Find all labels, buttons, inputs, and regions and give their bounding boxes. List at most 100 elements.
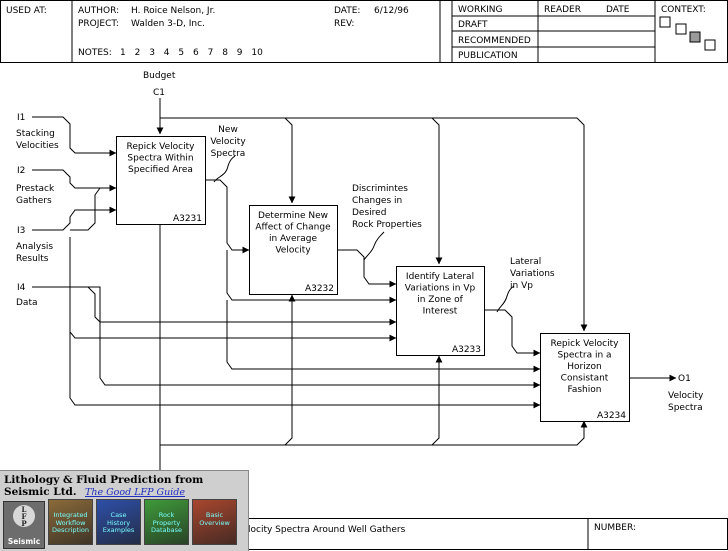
activity-box-text: Velocity [275,246,311,256]
note-number[interactable]: 9 [237,48,243,58]
note-number[interactable]: 2 [135,48,141,58]
input-label-line: Velocities [16,141,59,151]
arrow-label-line: Desired [352,208,386,218]
banner-tile-label: Description [51,526,90,534]
status-draft[interactable]: DRAFT [458,20,488,30]
output-label-line-1: Velocity [668,391,704,401]
activity-box-text: Spectra Within [127,154,193,164]
note-number[interactable]: 10 [251,48,263,58]
banner-tile-label: Database [150,526,182,534]
activity-box-text: in Zone of [417,295,463,305]
banner-tile-label: Case [110,511,127,519]
banner-title: Lithology & Fluid Prediction from Seismi… [4,474,204,498]
note-number[interactable]: 5 [178,48,184,58]
activity-box-id: A3233 [452,345,481,355]
input-label-line: Gathers [16,196,52,206]
activity-box-id: A3234 [597,411,626,421]
activity-box-frame [249,205,338,295]
activity-box-text: Horizon [567,362,601,372]
note-number[interactable]: 1 [120,48,126,58]
banner-subtitle-link[interactable]: The Good LFP Guide [85,487,185,498]
activity-box-text: Fashion [568,385,602,395]
banner-tile-label: Workflow [55,518,86,527]
input-code: I1 [17,113,25,123]
activity-box-id: A3232 [305,284,334,294]
input-labels: I1StackingVelocitiesI2PrestackGathersI3A… [16,113,59,308]
activity-box-frame [116,136,206,225]
lfp-logo: L F P Seismic [3,501,45,549]
note-number[interactable]: 6 [193,48,199,58]
arrow-label-line: Changes in [352,196,402,206]
status-publication[interactable]: PUBLICATION [458,51,518,61]
used-at-label: USED AT: [6,6,47,16]
control-code: C1 [153,88,165,98]
note-number[interactable]: 8 [222,48,228,58]
activity-box-text: Specified Area [128,165,193,175]
arrow-label-line: Rock Properties [352,220,422,230]
note-number[interactable]: 7 [208,48,214,58]
activity-box-text: Affect of Change [255,223,331,233]
arrow-label-line: Lateral [510,257,541,267]
arrow-label-line: Discrimintes [352,184,408,194]
reader-label: READER [544,5,581,15]
banner-tile-label: Integrated [53,511,88,519]
activity-box-frame [396,266,485,356]
banner-tile-label: Examples [102,526,135,534]
context-boxes [659,16,716,51]
banner-tile-label: History [106,518,131,527]
arrow-network [32,98,677,475]
reader-date-label: DATE [606,5,630,15]
activity-box-text: Identify Lateral [406,272,474,282]
lfp-banner[interactable]: Lithology & Fluid Prediction from Seismi… [0,470,249,551]
date-label: DATE: [334,6,360,16]
arrow-label-line: Spectra [211,149,246,159]
output-code: O1 [678,374,691,384]
input-label-line: Analysis [16,242,53,252]
logo-word: Seismic [7,537,41,546]
output-label-line-2: Spectra [668,403,703,413]
input-label-line: Results [16,254,49,264]
project-label: PROJECT: [78,19,119,29]
input-code: I4 [17,283,26,293]
status-working[interactable]: WORKING [458,5,503,15]
diagram-title: locity Spectra Around Well Gathers [248,525,406,535]
logo-circle-icon [13,505,35,527]
output-o1-label: O1 Velocity Spectra [668,374,704,413]
activity-box-text: Interest [423,307,458,317]
activity-box-text: Determine New [258,211,328,221]
number-label: NUMBER: [594,523,636,533]
input-code: I3 [17,226,25,236]
input-code: I2 [17,166,25,176]
note-number[interactable]: 4 [164,48,170,58]
note-number[interactable]: 3 [149,48,155,58]
banner-tile-label: Basic [205,511,224,519]
author-label: AUTHOR: [78,6,119,16]
banner-tile-label: Rock [158,511,175,519]
arrow-label-line: in Vp [510,281,533,291]
activity-box-text: Variations in Vp [405,284,476,294]
input-label-line: Stacking [16,129,55,139]
activity-box-text: Spectra in a [557,351,611,361]
arrow-label-line: Variations [510,269,555,279]
author-value: H. Roice Nelson, Jr. [131,6,215,16]
status-recommended[interactable]: RECOMMENDED [458,36,531,46]
activity-box-text: Repick Velocity [551,339,620,349]
control-c1-label: Budget C1 [143,71,176,98]
activity-box-frame [540,333,630,422]
